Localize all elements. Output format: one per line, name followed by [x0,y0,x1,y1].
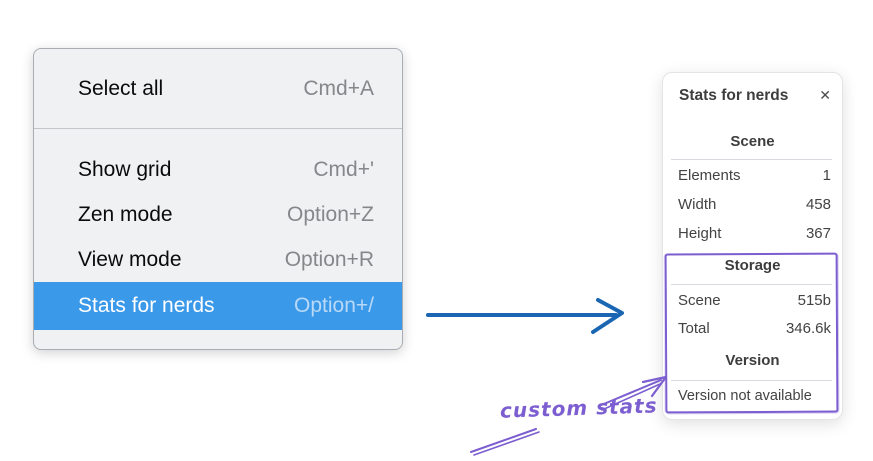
section-header-storage: Storage [724,257,781,274]
stat-row-width: Width 458 [678,196,831,216]
divider [671,380,832,381]
stat-value: 1 [822,167,831,184]
stats-panel-title: Stats for nerds [679,87,789,104]
menu-item-view-mode[interactable]: View mode Option+R [34,237,402,282]
close-icon[interactable]: ✕ [819,87,831,103]
menu-item-label: Stats for nerds [78,294,215,317]
stat-value: 458 [805,196,831,213]
stat-label: Total [678,320,710,337]
menu-item-stats-for-nerds[interactable]: Stats for nerds Option+/ [34,282,402,330]
menu-section: Show grid Cmd+' Zen mode Option+Z View m… [34,129,402,330]
menu-item-shortcut: Option+/ [294,294,374,317]
menu-item-shortcut: Option+Z [287,202,374,226]
stat-row-height: Height 367 [678,225,831,245]
divider [671,159,832,160]
stat-label: Elements [678,167,741,184]
annotation-text: custom stats [499,393,658,423]
stat-value: 515b [797,292,831,309]
version-note: Version not available [678,388,812,404]
stat-value: 346.6k [785,320,831,337]
stat-row-scene-storage: Scene 515b [678,292,831,312]
menu-item-label: Zen mode [78,202,173,226]
stat-value: 367 [805,225,831,242]
menu-item-shortcut: Cmd+' [313,157,374,181]
blue-arrow-icon [426,298,624,334]
menu-item-select-all[interactable]: Select all Cmd+A [34,49,402,128]
menu-item-shortcut: Cmd+A [303,76,374,100]
stat-label: Scene [678,292,721,309]
section-header-version: Version [725,352,780,369]
menu-separator [34,128,402,129]
menu-item-label: Select all [78,76,164,100]
context-menu: Select all Cmd+A Show grid Cmd+' Zen mod… [33,48,403,350]
menu-item-show-grid[interactable]: Show grid Cmd+' [34,147,402,192]
stat-row-total-storage: Total 346.6k [678,320,831,340]
purple-arrow-icon [470,375,668,456]
menu-item-zen-mode[interactable]: Zen mode Option+Z [34,192,402,237]
menu-item-label: Show grid [78,157,172,181]
section-header-scene: Scene [730,133,775,150]
stat-label: Width [678,196,717,213]
menu-item-label: View mode [78,247,182,271]
stat-row-elements: Elements 1 [678,167,831,187]
stat-label: Height [678,225,722,242]
divider [671,284,832,285]
menu-item-shortcut: Option+R [284,247,374,271]
stats-panel: Stats for nerds ✕ Scene Elements 1 Width… [662,72,843,420]
